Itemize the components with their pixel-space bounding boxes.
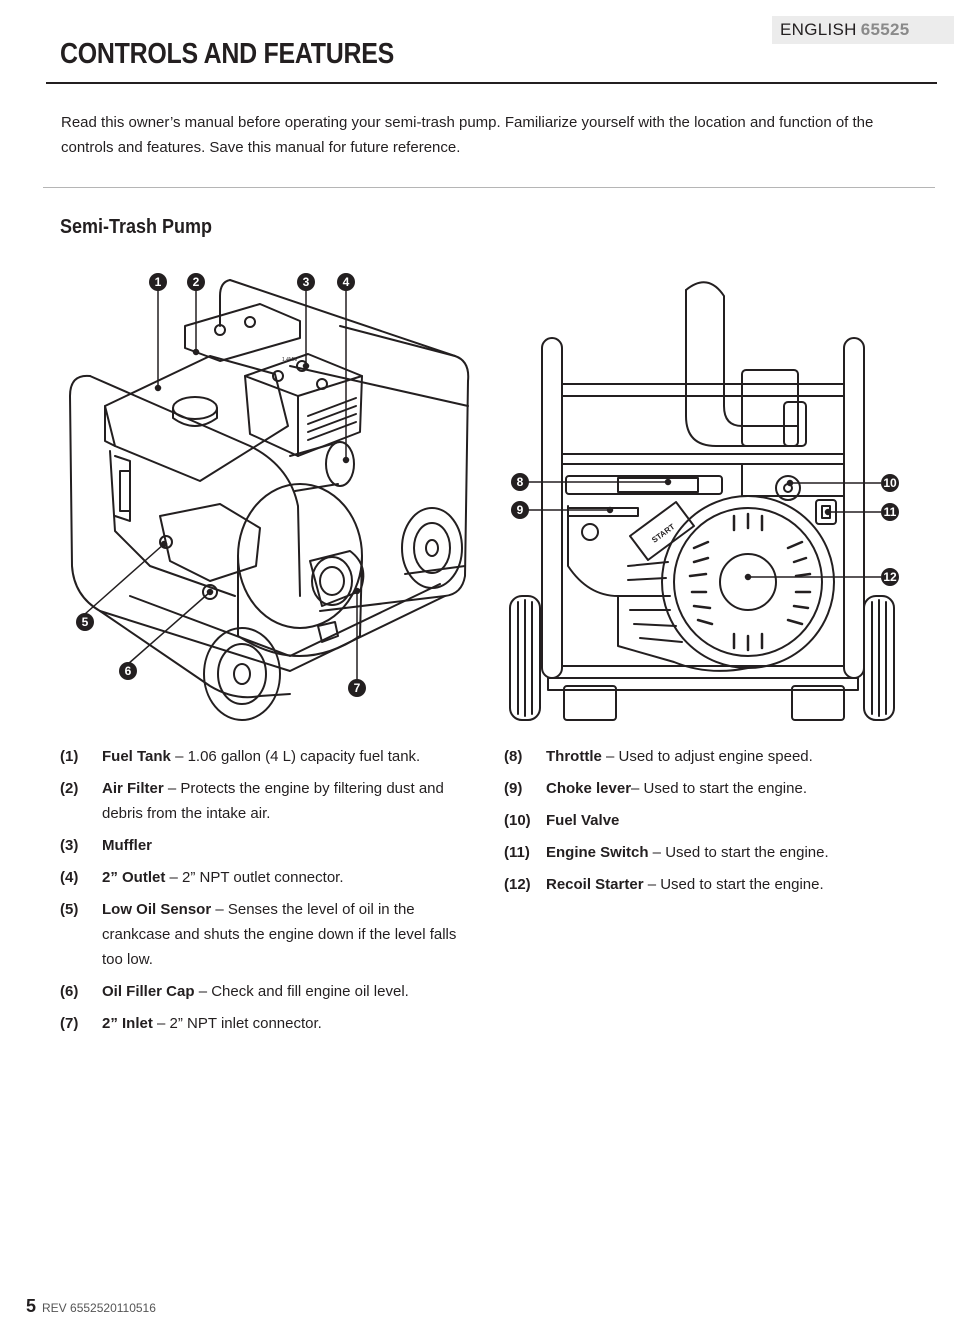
item-number: (4) — [60, 869, 79, 886]
model-number: 65525 — [860, 20, 910, 39]
list-item: (1) Fuel Tank – 1.06 gallon (4 L) capacit… — [60, 744, 460, 769]
item-number: (6) — [60, 983, 79, 1000]
language-label: ENGLISH — [780, 20, 857, 39]
item-term: 2” Outlet — [102, 869, 166, 886]
item-term: Throttle — [546, 748, 602, 765]
callout-8: 8 — [517, 475, 524, 489]
callout-10: 10 — [883, 476, 897, 490]
item-term: Choke lever — [546, 780, 632, 797]
list-item: (8) Throttle – Used to adjust engine spee… — [504, 744, 904, 769]
callout-3: 3 — [303, 275, 310, 289]
item-number: (12) — [504, 876, 531, 893]
item-number: (10) — [504, 812, 531, 829]
section-divider — [43, 187, 935, 188]
section-title: Semi-Trash Pump — [60, 216, 213, 238]
muffler-marking: 1.4MM — [282, 357, 297, 363]
list-item: (10) Fuel Valve — [504, 808, 904, 833]
callout-11: 11 — [884, 505, 897, 519]
item-desc: – Used to start the engine. — [631, 780, 807, 797]
item-desc: – Check and fill engine oil level. — [194, 983, 409, 1000]
callout-4: 4 — [343, 275, 350, 289]
list-item: (9) Choke lever– Used to start the engine… — [504, 776, 904, 801]
page-footer: 5 REV 6552520110516 — [26, 1296, 156, 1317]
list-item: (11) Engine Switch – Used to start the en… — [504, 840, 904, 865]
list-item: (3) Muffler — [60, 833, 460, 858]
item-desc: – Used to adjust engine speed. — [601, 748, 813, 765]
item-number: (7) — [60, 1015, 79, 1032]
callout-1: 1 — [155, 275, 162, 289]
callout-12: 12 — [883, 570, 897, 584]
feature-list-right: (8) Throttle – Used to adjust engine spee… — [504, 744, 904, 904]
callout-markers-front: 1 2 3 4 5 6 7 — [76, 273, 366, 697]
item-number: (5) — [60, 901, 79, 918]
item-term: Fuel Tank — [102, 748, 171, 765]
item-desc: – 2” NPT inlet connector. — [152, 1015, 322, 1032]
item-term: 2” Inlet — [102, 1015, 153, 1032]
item-number: (1) — [60, 748, 79, 765]
page-number: 5 — [26, 1296, 37, 1316]
page-title: CONTROLS AND FEATURES — [60, 38, 395, 70]
callout-markers-rear: 8 9 10 11 12 — [511, 473, 899, 586]
item-number: (11) — [504, 844, 530, 861]
item-number: (8) — [504, 748, 523, 765]
item-desc: – 1.06 gallon (4 L) capacity fuel tank. — [170, 748, 421, 765]
list-item: (6) Oil Filler Cap – Check and fill engin… — [60, 979, 460, 1004]
item-term: Muffler — [102, 837, 152, 854]
list-item: (5) Low Oil Sensor – Senses the level of … — [60, 897, 460, 972]
item-term: Fuel Valve — [546, 812, 620, 829]
callout-7: 7 — [354, 681, 361, 695]
feature-list-left: (1) Fuel Tank – 1.06 gallon (4 L) capacit… — [60, 744, 460, 1043]
callout-2: 2 — [193, 275, 200, 289]
item-term: Recoil Starter — [546, 876, 644, 893]
intro-paragraph: Read this owner’s manual before operatin… — [61, 114, 874, 156]
item-number: (9) — [504, 780, 523, 797]
item-term: Engine Switch — [546, 844, 649, 861]
pump-front-illustration: 1.4MM 1 2 3 4 5 6 7 — [69, 273, 470, 721]
callout-5: 5 — [82, 615, 89, 629]
pump-rear-illustration: START 8 9 10 11 12 — [509, 281, 899, 721]
title-rule — [46, 82, 937, 84]
item-number: (2) — [60, 780, 79, 797]
item-desc: – Used to start the engine. — [648, 844, 829, 861]
list-item: (2) Air Filter – Protects the engine by f… — [60, 776, 460, 826]
item-term: Air Filter — [102, 780, 164, 797]
item-desc: – Protects the engine by filtering dust … — [102, 780, 444, 822]
callout-9: 9 — [517, 503, 524, 517]
item-desc: – Used to start the engine. — [643, 876, 824, 893]
item-term: Low Oil Sensor — [102, 901, 212, 918]
list-item: (4) 2” Outlet – 2” NPT outlet connector. — [60, 865, 460, 890]
item-desc: – Senses the level of oil in the crankca… — [102, 901, 457, 968]
item-term: Oil Filler Cap — [102, 983, 195, 1000]
revision-code: REV 6552520110516 — [42, 1301, 156, 1315]
callout-6: 6 — [125, 664, 132, 678]
item-desc: – 2” NPT outlet connector. — [165, 869, 344, 886]
item-number: (3) — [60, 837, 79, 854]
list-item: (7) 2” Inlet – 2” NPT inlet connector. — [60, 1011, 460, 1036]
list-item: (12) Recoil Starter – Used to start the e… — [504, 872, 904, 897]
